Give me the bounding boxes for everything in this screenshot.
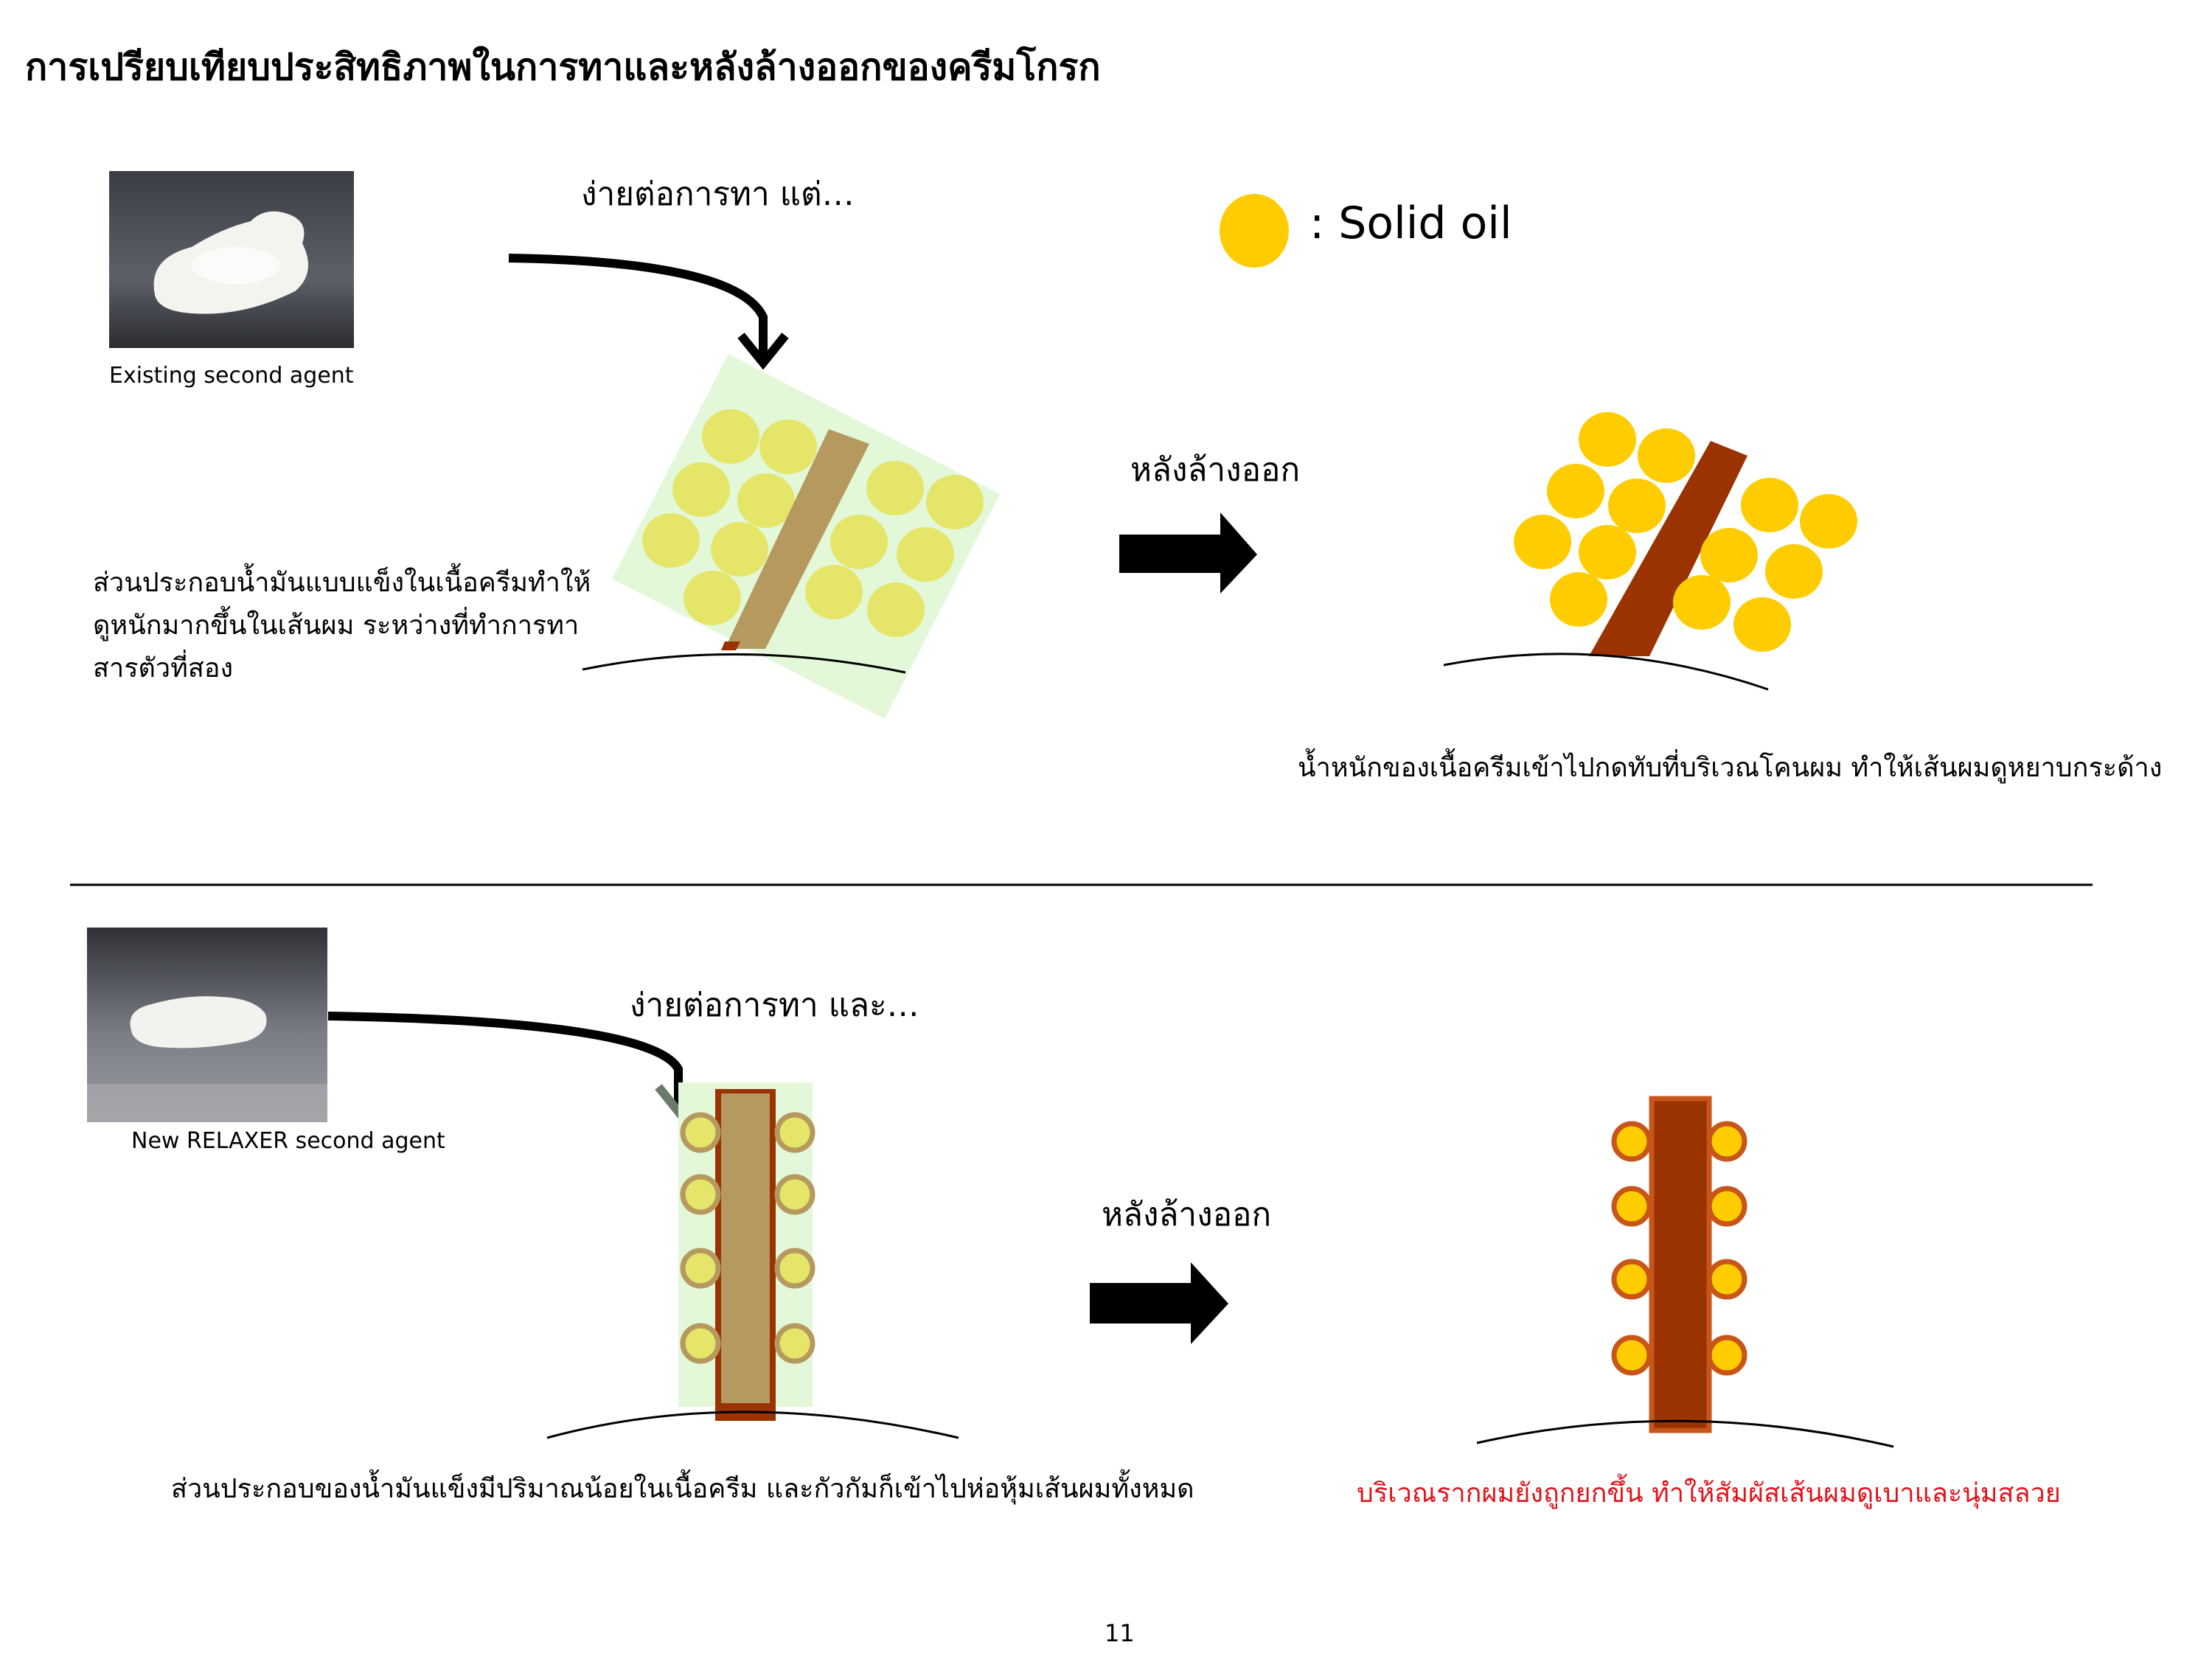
page-number: 11: [1105, 1619, 1135, 1647]
bottom-description: ส่วนประกอบของน้ำมันแข็งมีปริมาณน้อยในเนื…: [171, 1474, 1194, 1504]
scalp-line-bottom-right: [1476, 1419, 1894, 1448]
hair-in-cream-new: [678, 1082, 815, 1421]
block-arrow-bottom: [1090, 1262, 1228, 1344]
curved-arrow-bottom: [327, 1012, 683, 1106]
existing-agent-photo: [109, 171, 354, 348]
solid-oil-legend-swatch: [1220, 194, 1289, 268]
scalp-line-bottom-left: [546, 1411, 959, 1439]
bottom-arrow-caption: ง่ายต่อการทา และ…: [630, 987, 919, 1024]
existing-agent-caption: Existing second agent: [109, 363, 354, 389]
bottom-after-wash-label: หลังล้างออก: [1102, 1196, 1272, 1234]
curved-arrow-top: [508, 254, 768, 358]
block-arrow-top: [1119, 512, 1257, 594]
top-result-text: น้ำหนักของเนื้อครีมเข้าไปกดทับที่บริเวณโ…: [1298, 753, 2163, 783]
page-title: การเปรียบเทียบประสิทธิภาพในการทาและหลังล…: [25, 46, 1101, 88]
bottom-result-text: บริเวณรากผมยังถูกยกขึ้น ทำให้สัมผัสเส้นผ…: [1357, 1478, 2061, 1509]
scalp-line-top-left: [582, 653, 906, 674]
solid-oil-legend-label: : Solid oil: [1310, 198, 1512, 249]
scalp-line-top-right: [1443, 653, 1769, 691]
new-agent-caption: New RELAXER second agent: [131, 1128, 445, 1154]
top-after-wash-label: หลังล้างออก: [1130, 451, 1301, 489]
hair-after-wash-new: [1611, 1096, 1747, 1433]
hair-after-wash-existing: [1514, 412, 1857, 656]
curved-arrow-top-head: [737, 333, 789, 370]
top-description: ส่วนประกอบน้ำมันแบบแข็งในเนื้อครีมทำให้ด…: [93, 568, 591, 684]
top-arrow-caption: ง่ายต่อการทา แต่…: [581, 175, 855, 213]
hair-in-cream-existing: [612, 354, 1000, 719]
new-agent-photo: [87, 928, 327, 1122]
